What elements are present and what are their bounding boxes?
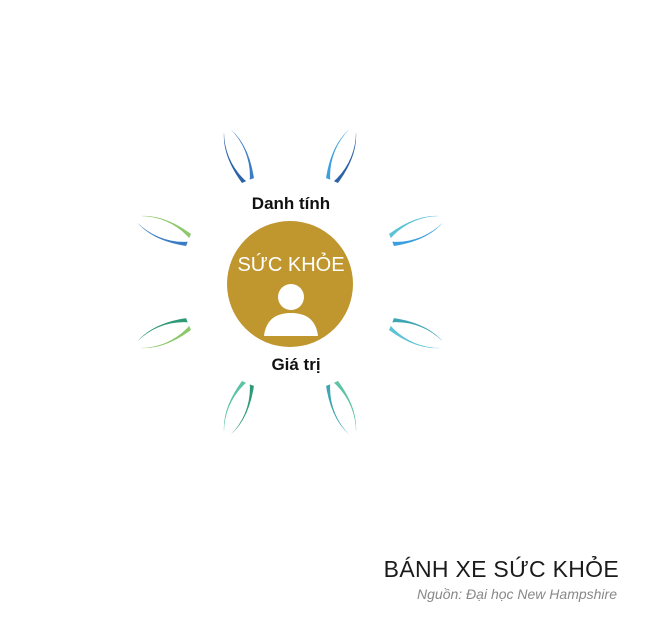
petal-label-emotional: Cảm xúc [256,78,327,98]
coffee-cup-icon [43,253,85,300]
meditation-icon [123,94,159,136]
petal-label-environmental: Môi trường [388,147,477,167]
center-title: SỨC KHỎE [237,252,344,276]
heart-icon [275,36,309,67]
globe-icon [433,100,465,132]
petal-label-financial: Tài chính [416,271,490,291]
petal-label-intellectual: Trí tuệ [414,395,465,415]
source-note: Nguồn: Đại học New Hampshire [417,586,617,602]
petal-label-occupational-2: nghiệp [264,472,318,492]
cyclist-icon [115,426,161,464]
petal-label-social: Xã hội [98,271,149,291]
wheel-title: BÁNH XE SỨC KHỎE [383,556,619,582]
petal-label-occupational-1: Nghề [269,446,312,466]
petal-label-spiritual: Tinh thần [115,147,189,167]
person-icon [264,284,318,336]
top-hub-label: Danh tính [252,194,330,213]
piggy-bank-icon [499,251,549,299]
bottom-hub-label: Giá trị [271,355,320,374]
center-circle [227,221,353,347]
briefcase-icon [275,502,309,531]
petal-label-physical: Thể chất [123,395,193,415]
lightbulb-icon [427,409,477,459]
